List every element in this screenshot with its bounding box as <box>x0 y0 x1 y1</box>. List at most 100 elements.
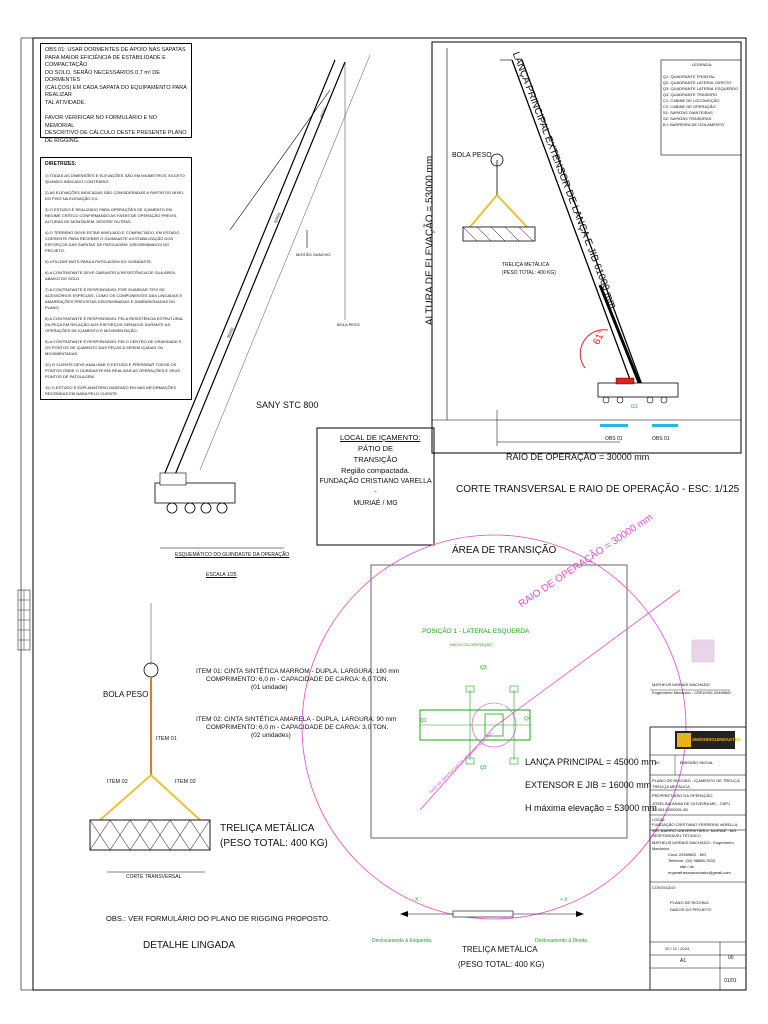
item02-line: ITEM 02: CINTA SINTÉTICA AMARELA - DUPLA… <box>196 716 397 723</box>
item01-line: COMPRIMENTO: 6,0 m - CAPACIDADE DE CARGA… <box>206 676 389 683</box>
rig-trelica-peso: (PESO TOTAL: 400 KG) <box>220 838 328 849</box>
g1-label: G1 <box>631 404 638 410</box>
location-line: PÁTIO DE <box>357 444 393 453</box>
item01-line: ITEM 01: CINTA SINTÉTICA MARROM - DUPLA,… <box>196 668 400 675</box>
directive-item: 6) A CONTRATANTE DEVE GARANTIR A RESISTÊ… <box>45 270 176 281</box>
legend-item: B.I: BARREIRA DE ISOLAMENTO <box>663 122 725 127</box>
q1-label: Q1 <box>420 718 427 724</box>
obs-line: TAL ATIVIDADE. <box>45 99 86 106</box>
plan-position: POSIÇÃO 1 - LATERAL ESQUERDA <box>422 628 530 635</box>
tech-label: RESPONSÁVEL TÉCNICO <box>652 833 701 838</box>
q2-label: Q2 <box>480 765 487 771</box>
obs-line: DO SOLO, SERÃO NECESSÁRIOS 0,7 m² DE DOR… <box>45 69 160 84</box>
legend-item: S1: SAPATAS DIANTEIRAS <box>663 110 713 115</box>
legend-item: Q2: QUADRANTE LATERAL DIREITO <box>663 80 732 85</box>
location-line: TRANSIÇÃO <box>353 455 398 464</box>
signature-role: Engenheiro Mecânico - CREA MG 204896/D <box>652 690 732 695</box>
item01-line: (01 unidade) <box>251 684 288 691</box>
height-label: ALTURA DE ELEVAÇÃO = 53000 mm <box>424 155 436 326</box>
phone-value: Telefone: (32) 98888-7633 <box>668 858 715 863</box>
q3-label: Q3 <box>480 665 487 671</box>
q4-label: Q4 <box>524 716 531 722</box>
desl-esq: Deslocamento à Esquerda. <box>372 938 433 944</box>
legend-item: Q3: QUADRANTE LATERAL ESQUERDO <box>663 86 739 91</box>
legend-item: C1: CABINE DE LOCOMOÇÃO <box>663 98 720 103</box>
rev-cell: 00 <box>655 760 660 765</box>
obs-line: (CALÇOS) EM CADA SAPATA DO EQUIPAMENTO P… <box>45 84 187 99</box>
crea-value: Crea: 204896/D - MG <box>668 852 707 857</box>
directive-item: 4) O TERRENO DEVE ESTAR NIVELADO E COMPA… <box>45 230 180 253</box>
site-value: FUNDAÇÃO CRISTIANO FERREIRA VARELLA, 900… <box>652 822 739 833</box>
minus-x: - X <box>412 897 419 903</box>
client-value: JOSELINA ANNA DE OLIVEIRA ME - CNPJ 22.9… <box>652 801 731 812</box>
rigging-items: ITEM 01: CINTA SINTÉTICA MARROM - DUPLA,… <box>196 668 399 740</box>
email-value: engmathesusmachado@gmail.com <box>668 870 731 875</box>
site-url: site / ds <box>680 864 694 869</box>
obs-line: FAVOR VERIFICAR NO FORMULÁRIO E NO MEMOR… <box>45 115 158 129</box>
site-label: LOCAL <box>652 817 666 822</box>
rig-item02a: ITEM 02 <box>107 779 128 785</box>
item02-line: (02 unidades) <box>251 732 291 739</box>
directive-item: 5) UTILIZAR MATS PARA A PATOLAGEM DO GUI… <box>45 259 153 264</box>
hook-label: MOITÃO GANCHO <box>296 252 331 257</box>
directive-item: 9) A CONTRATANTE É RESPONSÁVEL PELO CENT… <box>45 339 182 356</box>
rig-bola-peso: BOLA PESO <box>103 690 149 699</box>
plan-trelica-peso: (PESO TOTAL: 400 KG) <box>458 960 545 969</box>
crane-schematic-scale: ESCALA 1/25 <box>206 572 237 578</box>
legend-item: S2: SAPATAS TRASEIRAS <box>663 116 712 121</box>
plan-position-sub: INÍCIO DA OPERAÇÃO <box>450 642 493 647</box>
directives-box: DIRETRIZES: 1) TODAS AS DIMENSÕES E ELEV… <box>40 157 192 400</box>
format-value: A1 <box>680 958 687 964</box>
directives-title: DIRETRIZES: <box>45 161 77 167</box>
rev-value: 00 <box>728 955 734 961</box>
desc1: PLANO DE RIGGING - IÇAMENTO DE TRELIÇA <box>652 778 740 783</box>
cs-bola-peso: BOLA PESO <box>452 152 492 159</box>
directive-item: 8) A CONTRATANTE É RESPONSÁVEL PELA RESI… <box>45 316 184 333</box>
date-value: 20 / 11 / 2024 <box>665 946 690 951</box>
obs-box: OBS 01: USAR DORMENTES DE APOIO NAS SAPA… <box>40 43 192 144</box>
signature-name: MATHEUS MORAIS MACHADO <box>652 682 710 687</box>
cs-trelica-peso: (PESO TOTAL: 400 KG) <box>502 270 556 276</box>
obs-line: PARA MAIOR EFICIÊNCIA DE ESTABILIDADE E … <box>45 54 166 69</box>
content-label: CONTEÚDO: <box>652 885 676 890</box>
sheet-value: 01/01 <box>724 978 737 984</box>
location-line: Região compactada. <box>341 466 410 475</box>
obs1-right: OBS 01 <box>652 436 670 442</box>
desc2: TRELIÇA METÁLICA <box>652 784 690 789</box>
crane-schematic-caption: ESQUEMÁTICO DO GUINDASTE DA OPERAÇÃO <box>175 552 290 558</box>
rig-item02b: ITEM 02 <box>175 779 196 785</box>
cs-radius: RAIO DE OPERAÇÃO = 30000 mm <box>506 452 650 462</box>
obs-line: OBS 01: USAR DORMENTES DE APOIO NAS SAPA… <box>45 47 186 53</box>
rig-item01: ITEM 01 <box>156 736 177 742</box>
jib-label: EXTENSOR E JIB = 16000 mm <box>525 780 652 790</box>
plus-x: + X <box>560 897 568 903</box>
directive-item: 7) A CONTRATANTE É RESPONSÁVEL POR GUARD… <box>45 287 183 310</box>
company-logo-text: SIMONDIGUINDASTES <box>692 737 741 742</box>
plan-area-title: ÁREA DE TRANSIÇÃO <box>452 545 557 556</box>
directive-item: 11) O ESTUDO É EXPLANATÓRIO BASEADO EM N… <box>45 385 176 396</box>
cs-title: CORTE TRANSVERSAL E RAIO DE OPERAÇÃO - E… <box>456 484 740 495</box>
legend-title: LEGENDA: <box>691 62 713 67</box>
rig-detail-title: DETALHE LINGADA <box>143 940 236 951</box>
directive-item: 3) O ESTUDO É REALIZADO PARA OPERAÇÕES D… <box>45 207 178 224</box>
location-line: MURIAÉ / MG <box>353 500 398 507</box>
rev-desc: EMISSÃO INICIAL <box>680 760 714 765</box>
plan-trelica: TRELIÇA METÁLICA <box>462 945 538 954</box>
tech-value: MATHEUS MORAIS MACHADO - Engenheiro Mecâ… <box>652 840 734 851</box>
directive-item: 2) AS ELEVAÇÕES INDICADAS SÃO CONSIDERAD… <box>45 190 184 201</box>
obs1-left: OBS 01 <box>605 436 623 442</box>
cs-trelica: TRELIÇA METÁLICA <box>502 262 550 268</box>
legend-item: Q1: QUADRANTE FRONTAL <box>663 74 716 79</box>
hmax-label: H máxima elevação = 53000 mm <box>525 803 657 813</box>
legend-item: C2: CABINE DE OPERAÇÃO <box>663 104 716 109</box>
lanca-label: LANÇA PRINCIPAL = 45000 mm <box>525 757 657 767</box>
desl-dir: Deslocamento à Direita. <box>535 938 589 944</box>
location-line: FUNDAÇÃO CRISTIANO VARELLA - <box>319 478 432 496</box>
item02-line: COMPRIMENTO: 6,0 m - CAPACIDADE DE CARGA… <box>206 724 389 731</box>
rig-trelica: TRELIÇA METÁLICA <box>220 823 315 834</box>
client-label: PROPRIETÁRIO DA OPERAÇÃO <box>652 793 713 798</box>
content1: PLANO DE RIGGING <box>670 900 709 905</box>
legend-item: Q4: QUADRANTE TRASEIRO <box>663 92 718 97</box>
